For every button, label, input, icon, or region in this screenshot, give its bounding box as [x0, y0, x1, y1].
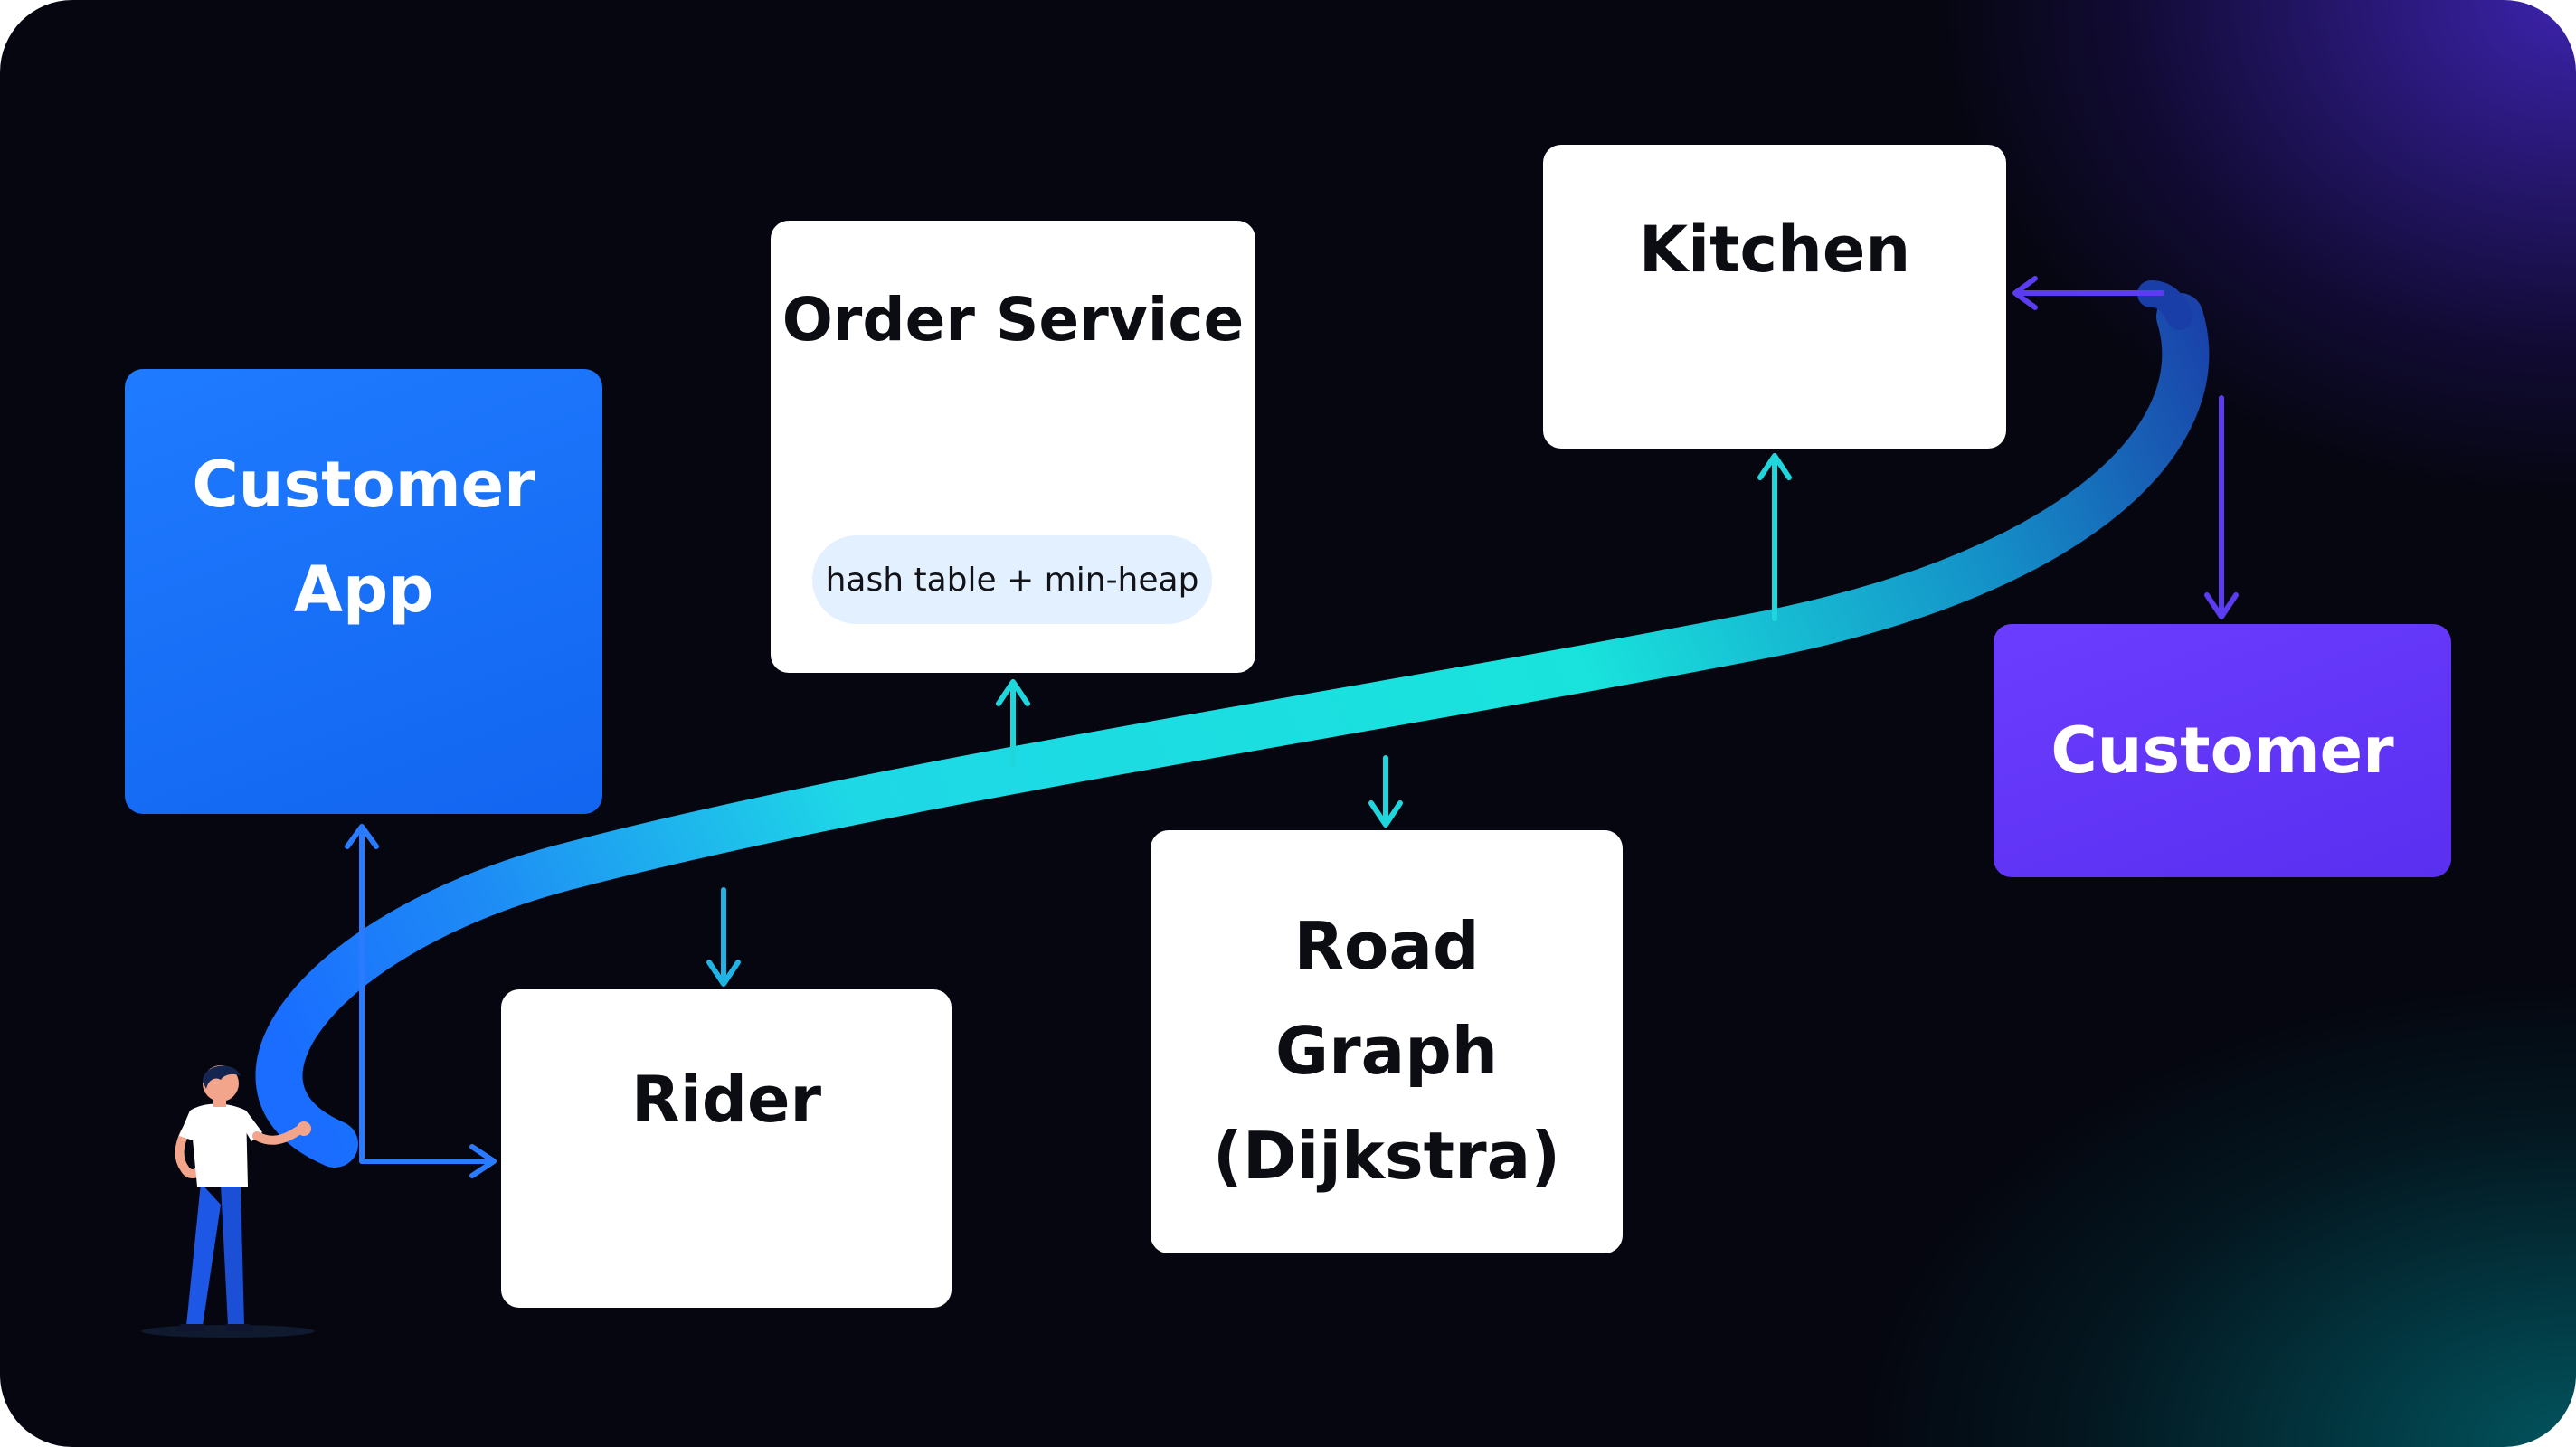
- road-graph-label-line-2: Graph: [1275, 1013, 1498, 1089]
- customer-app-label-line-2: App: [293, 553, 434, 627]
- connector-app-to-rider: [345, 824, 497, 1178]
- ribbon-tail: [2137, 280, 2193, 330]
- rider-node: Rider: [501, 989, 952, 1308]
- connector-to-rider: [706, 887, 741, 987]
- order-service-title: Order Service: [781, 285, 1245, 355]
- kitchen-title: Kitchen: [1638, 213, 1911, 287]
- order-service-data-structure-badge: hash table + min-heap: [812, 535, 1212, 624]
- connector-kitchen-customer: [2012, 276, 2239, 619]
- rider-title: Rider: [631, 1063, 821, 1137]
- connector-to-road-graph: [1368, 755, 1403, 828]
- flow-ribbon: [255, 293, 2210, 1168]
- customer-app-label-line-1: Customer: [192, 448, 535, 522]
- connector-to-order-service: [996, 679, 1030, 768]
- road-graph-label-line-1: Road: [1293, 908, 1480, 984]
- person-illustration: [141, 1065, 315, 1338]
- order-service-node: Order Service hash table + min-heap: [771, 221, 1255, 673]
- customer-app-node: Customer App: [125, 369, 602, 814]
- road-graph-label-line-3: (Dijkstra): [1212, 1118, 1561, 1194]
- road-graph-node: Road Graph (Dijkstra): [1151, 830, 1623, 1253]
- connector-to-kitchen: [1757, 453, 1792, 621]
- customer-node: Customer: [1994, 624, 2451, 877]
- customer-title: Customer: [2050, 714, 2394, 788]
- kitchen-node: Kitchen: [1543, 145, 2006, 449]
